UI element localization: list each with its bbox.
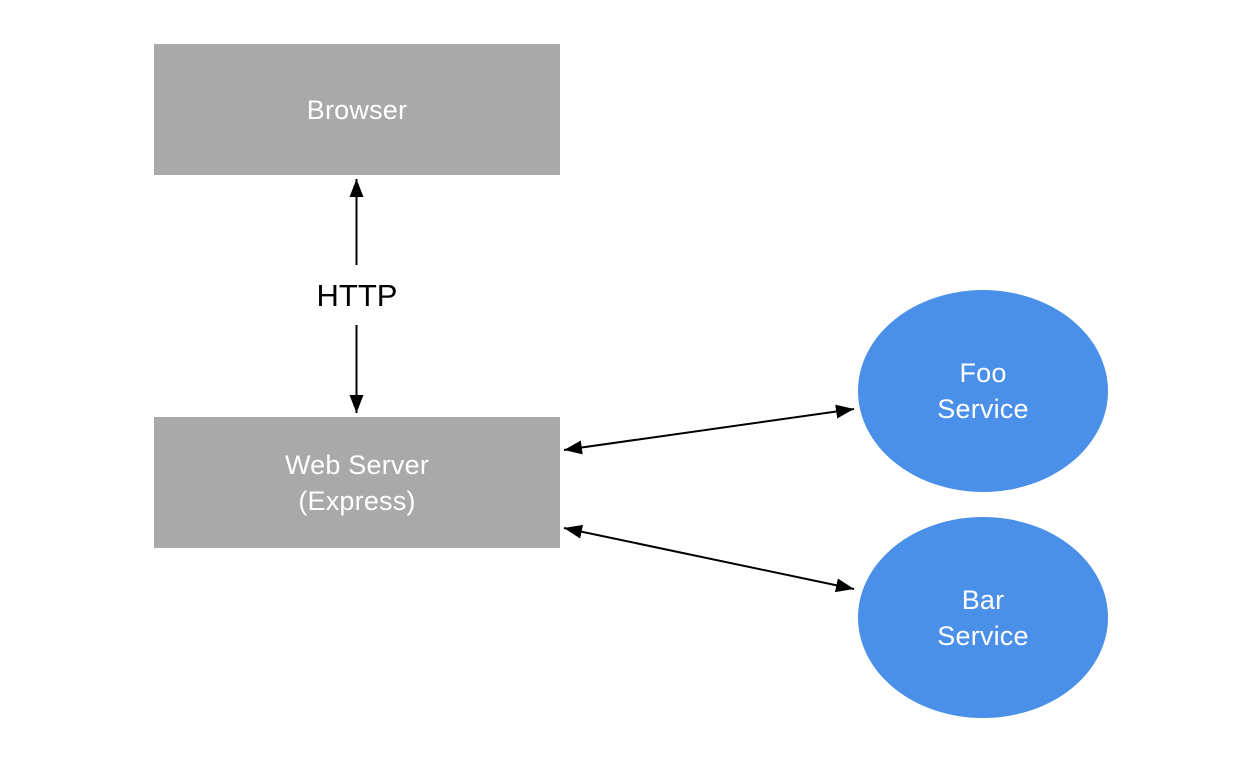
node-browser: Browser [154,44,560,175]
node-bar-service: Bar Service [858,517,1108,718]
http-edge-label: HTTP [316,278,398,313]
node-bar-service-label-line1: Bar [961,584,1005,615]
node-foo-service-label-line1: Foo [959,358,1007,388]
node-foo-service: Foo Service [858,290,1108,492]
node-foo-service-label-line2: Service [937,394,1029,424]
node-browser-label: Browser [306,94,408,125]
web-server-bar-service-arrow [563,524,855,593]
node-bar-service-label-line2: Service [937,620,1029,651]
node-web-server-label-line1: Web Server [284,449,430,480]
node-web-server-label-line2: (Express) [298,485,416,516]
node-web-server: Web Server (Express) [154,417,560,548]
web-server-foo-service-arrow [563,404,855,455]
